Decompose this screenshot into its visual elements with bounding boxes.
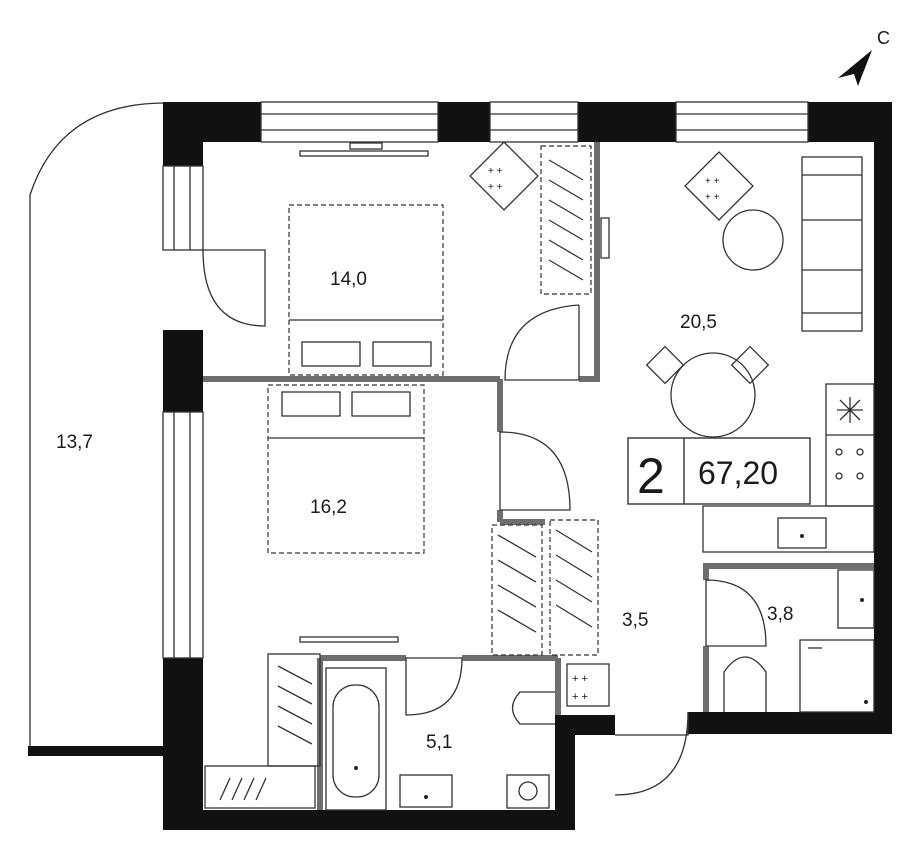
svg-text:+ +: + + [572, 673, 588, 685]
compass: С [838, 28, 890, 86]
room-area-bathroom: 5,1 [426, 732, 452, 753]
bedroom-bottom-furniture [267, 384, 425, 643]
living-furniture: + + + + [645, 151, 875, 553]
north-arrow-icon [838, 50, 872, 86]
doors [202, 249, 767, 796]
room-area-hall: 3,5 [622, 610, 648, 631]
room-area-balcony: 13,7 [56, 432, 93, 453]
total-area: 67,20 [698, 455, 778, 491]
partitions [203, 142, 874, 810]
svg-text:+ +: + + [705, 192, 720, 203]
hall-wardrobes: + + + + [491, 519, 610, 707]
exterior-walls [163, 102, 892, 830]
bathroom-fixtures [204, 653, 555, 811]
labels: 13,7 14,0 20,5 16,2 3,5 3,8 5,1 2 67,20 [56, 269, 793, 753]
svg-text:+ +: + + [488, 182, 503, 193]
room-area-living-kitchen: 20,5 [680, 312, 717, 333]
svg-text:+ +: + + [488, 166, 503, 177]
svg-text:+ +: + + [572, 691, 588, 703]
room-count: 2 [637, 448, 665, 504]
windows [162, 101, 809, 659]
bedroom-top-furniture: + + + + [288, 141, 610, 376]
toilet-fixtures [723, 569, 875, 713]
room-area-bedroom-bottom: 16,2 [310, 497, 347, 518]
compass-label: С [877, 28, 890, 48]
balcony [28, 102, 166, 756]
room-area-bedroom-top: 14,0 [330, 269, 367, 290]
apartment-summary [627, 437, 811, 505]
svg-text:+ +: + + [705, 176, 720, 187]
room-area-toilet: 3,8 [767, 604, 793, 625]
